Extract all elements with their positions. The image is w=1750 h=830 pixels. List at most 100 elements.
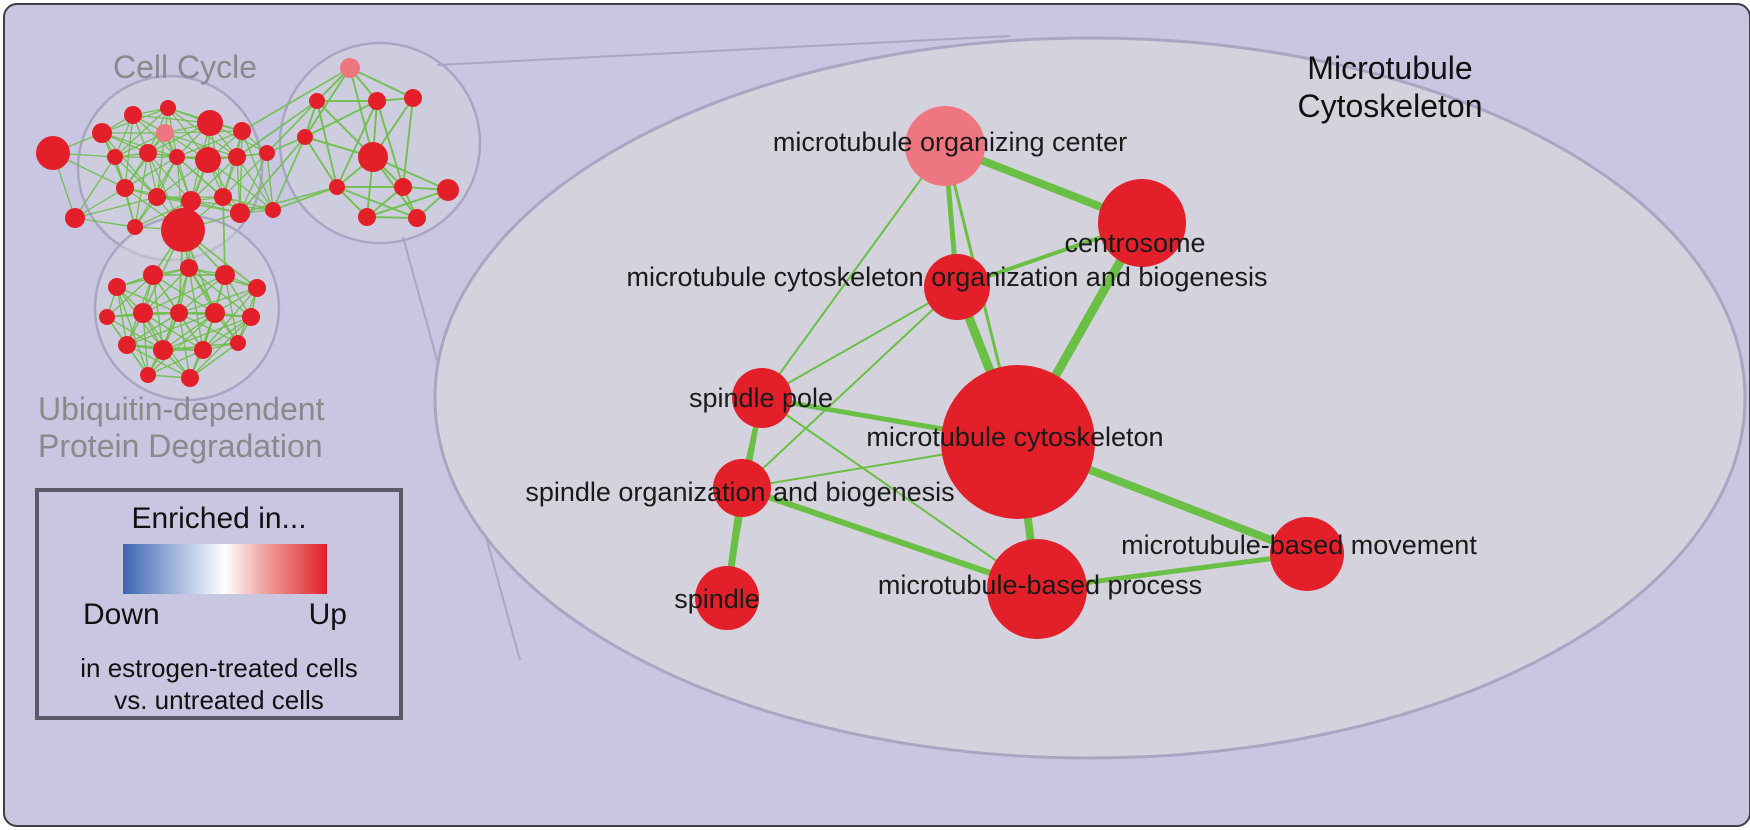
legend-title: Enriched in... [131,502,307,535]
mini-edge [239,130,243,214]
mini-cluster-edges [52,67,449,379]
mini-cross-edge [239,136,306,214]
mini-edge [134,200,192,228]
network-canvas: microtubule organizing center centrosome m… [36,35,1747,760]
mini-edge [106,274,154,318]
mini-cross-edge [222,196,226,276]
legend-up-label: Up [308,598,347,631]
mini-node [99,309,115,325]
mini-edge [162,316,252,351]
mini-edge [164,132,238,158]
ubiquitin-label-line1: Ubiquitin-dependent [38,391,325,427]
mini-node [233,122,251,140]
mini-edge [106,316,164,351]
mini-edge [336,186,418,219]
mini-node [340,58,360,78]
enrichment-map-figure: microtubule organizing center centrosome m… [3,3,1750,827]
mini-edge [142,274,226,314]
mini-edge [349,67,414,99]
mini-node [408,209,426,227]
main-edge [761,145,946,399]
mini-node [139,144,157,162]
mini-node [118,336,136,354]
legend-caption-line2: vs. untreated cells [114,685,324,715]
main-node [1098,179,1186,267]
ubiquitin-label-line2: Protein Degradation [38,428,323,464]
main-node-label: microtubule cytoskeleton [866,422,1163,452]
mini-edge [142,312,204,351]
main-node-label: centrosome [1064,228,1205,258]
main-edge [741,485,1038,592]
mini-edge [114,132,166,158]
main-cluster-labels: microtubule organizing center centrosome m… [525,127,1477,614]
mini-edge [101,132,158,198]
main-node [987,539,1087,639]
mini-node [259,145,275,161]
mini-edge [124,156,178,189]
mini-edge [74,217,136,228]
mini-edge [147,349,204,376]
mini-node [116,179,134,197]
cell-cycle-cluster-label: Cell Cycle [113,49,258,85]
mini-edge [126,312,216,346]
main-cluster-nodes [695,106,1344,639]
mini-edge [202,287,258,351]
mini-edge [304,136,338,188]
mini-edge [222,152,268,198]
mini-edge [178,312,191,379]
mini-edge [376,100,404,188]
mini-node [180,259,198,277]
mini-node [205,303,225,323]
mini-node [228,148,246,166]
mini-node [215,265,235,285]
mini-node [181,369,199,387]
mini-node [36,136,70,170]
mini-node [309,93,325,109]
legend-down-label: Down [83,598,160,631]
mini-node [92,123,112,143]
mini-cross-edge [266,100,318,154]
mini-edge [241,130,274,211]
mini-node [170,304,188,322]
main-node-label: spindle pole [689,383,833,413]
microtubule-cytoskeleton-title: Microtubule Cytoskeleton [1260,49,1520,125]
ubiquitin-cluster-label: Ubiquitin-dependent Protein Degradation [38,391,324,465]
main-node [941,365,1095,519]
mini-edge [236,156,274,211]
main-node [713,459,771,517]
zoom-guide-line [436,35,1011,66]
mini-node [195,147,221,173]
mini-edge [178,287,258,314]
mini-edge [207,159,274,211]
mini-edge [162,312,216,351]
main-node-label: microtubule organizing center [773,127,1127,157]
main-node [905,106,985,186]
mini-node [230,203,250,223]
mini-node [297,129,313,145]
mini-node [358,142,388,172]
mini-node [140,367,156,383]
main-edge [761,397,1038,590]
mini-cross-edge [272,136,306,211]
mini-node [194,341,212,359]
mini-edge [126,312,180,346]
mini-edge [156,132,166,198]
mini-edge [134,152,149,228]
mini-node [265,202,281,218]
mini-edge [147,152,192,202]
mini-cross-edge [236,100,318,158]
mini-node [248,279,266,297]
main-node [732,368,792,428]
main-node [1270,517,1344,591]
main-edge [741,286,958,489]
mini-node [368,92,386,110]
mini-node [230,335,246,351]
mini-edge [190,156,238,202]
mini-cluster-circle-microtubule-cytoskeleton [278,41,482,245]
mini-edge [402,97,414,188]
legend-color-gradient [123,544,327,594]
mini-node [329,179,345,195]
mini-node [143,265,163,285]
mini-node [394,178,412,196]
microtubule-title-line2: Cytoskeleton [1297,88,1483,124]
